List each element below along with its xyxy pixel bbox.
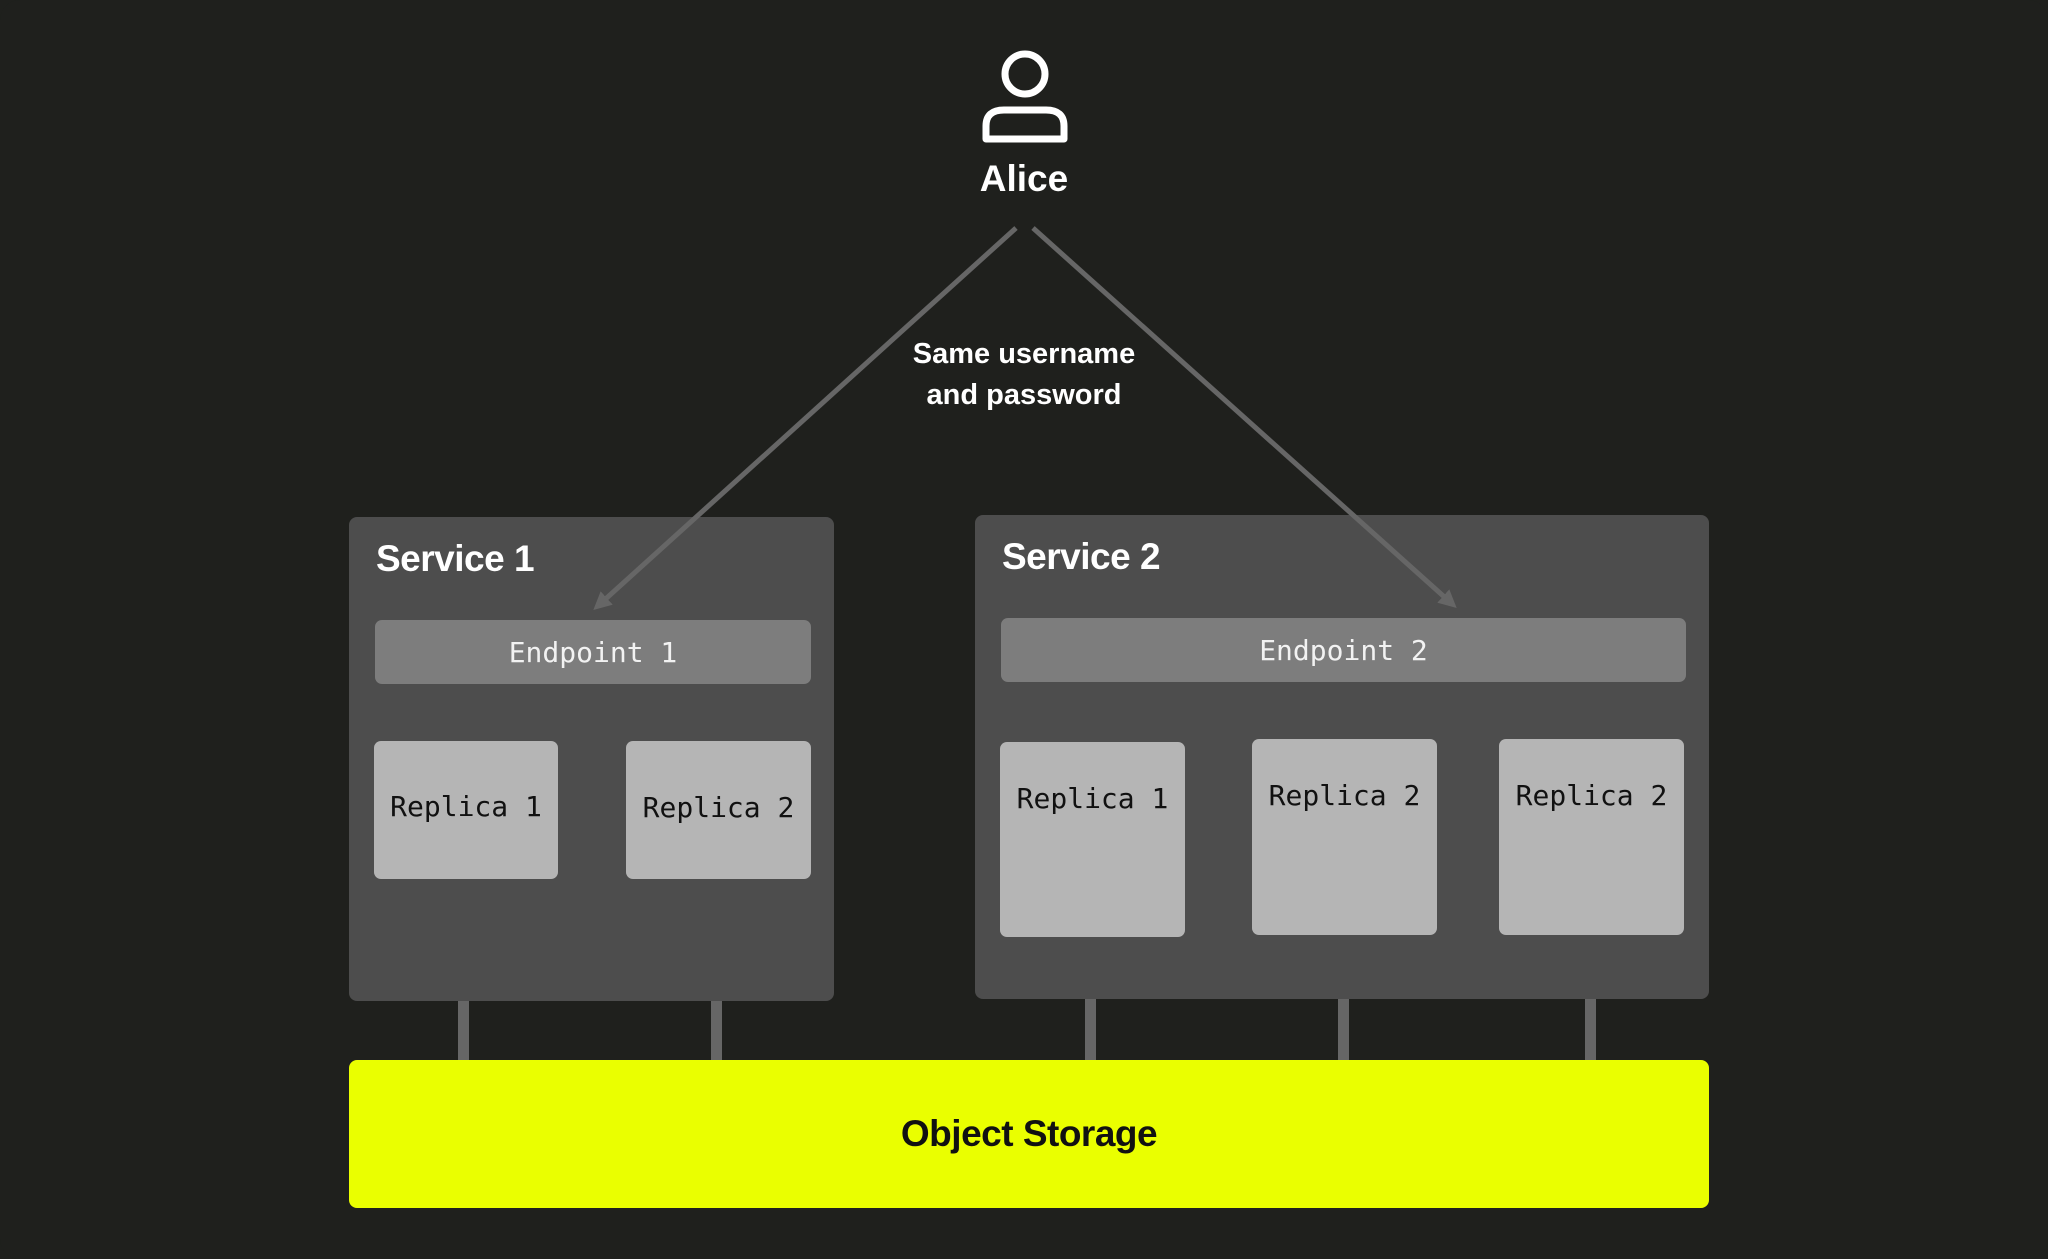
object-storage: Object Storage [349, 1060, 1709, 1208]
service-1-replica-2: Replica 2 [626, 741, 811, 879]
service-2-replica-3: Replica 2 [1499, 739, 1684, 935]
service-2-title: Service 2 [1002, 536, 1161, 577]
service-1-replica-1: Replica 1 [374, 741, 558, 879]
service-2-endpoint: Endpoint 2 [1001, 618, 1686, 682]
person-icon [982, 50, 1068, 143]
service-2-replica-2: Replica 2 [1252, 739, 1437, 935]
service-1-endpoint: Endpoint 1 [375, 620, 811, 684]
credentials-label: Same username and password [912, 338, 1136, 411]
service-2-replica-1: Replica 1 [1000, 742, 1185, 937]
service-1-title: Service 1 [376, 538, 535, 579]
user-name: Alice [979, 158, 1069, 199]
user [964, 44, 1084, 204]
